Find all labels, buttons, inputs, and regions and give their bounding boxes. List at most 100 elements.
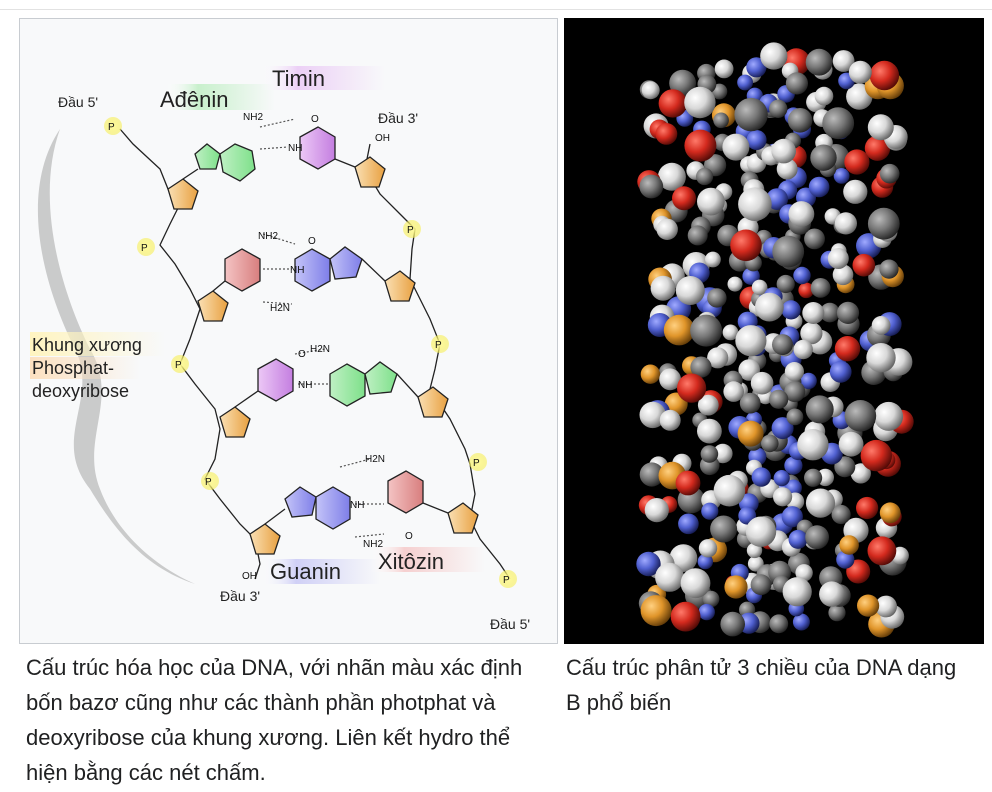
atom-sphere	[727, 276, 743, 292]
atom-sphere	[690, 314, 723, 347]
atom-sphere	[773, 487, 793, 507]
atom-sphere	[700, 445, 719, 463]
atom-sphere	[828, 604, 846, 622]
atom-sphere	[867, 114, 894, 141]
atom-sphere	[742, 267, 760, 285]
atom-sphere	[860, 439, 892, 472]
atom-sphere	[805, 488, 836, 518]
base-adenine-row1	[194, 143, 256, 182]
guanine-label: Guanin	[270, 559, 341, 584]
atom-sphere	[773, 470, 790, 487]
atom-sphere	[639, 401, 666, 429]
atom-sphere	[781, 506, 803, 528]
atom-sphere	[808, 176, 830, 198]
svg-text:NH2: NH2	[258, 231, 278, 242]
thymine-label: Timin	[272, 66, 325, 91]
adenine-label: Ađênin	[160, 87, 229, 112]
atom-sphere	[804, 468, 823, 487]
atom-sphere	[831, 504, 851, 525]
atom-sphere	[771, 138, 796, 164]
atom-sphere	[879, 502, 901, 524]
atom-sphere	[788, 201, 815, 227]
atom-sphere	[663, 314, 695, 346]
atom-sphere	[879, 163, 900, 184]
atom-sphere	[684, 129, 717, 162]
atom-sphere	[710, 515, 738, 543]
svg-text:OH: OH	[375, 133, 390, 144]
atom-sphere	[641, 81, 660, 100]
atom-sphere	[879, 259, 899, 279]
atom-sphere	[707, 347, 729, 369]
atom-sphere	[750, 574, 772, 596]
dna-3d-model-image[interactable]	[564, 18, 984, 644]
atom-sphere	[832, 264, 854, 286]
svg-text:H2N: H2N	[310, 344, 330, 355]
caption-3d-model: Cấu trúc phân tử 3 chiều của DNA dạng B …	[566, 655, 957, 715]
atom-sphere	[639, 174, 664, 199]
atom-sphere	[750, 371, 774, 395]
atom-sphere	[705, 251, 721, 268]
atom-sphere	[650, 275, 676, 301]
atom-sphere	[822, 107, 855, 140]
atom-sphere	[751, 467, 771, 487]
atom-sphere	[867, 207, 900, 240]
base-thymine-row3	[257, 358, 294, 402]
atom-labels: NH2 NH O OH NH2 NH H2N O H2N NH O H2N NH…	[108, 112, 510, 586]
atom-sphere	[792, 613, 810, 631]
atom-sphere	[798, 282, 814, 299]
adenine-label-bg	[165, 84, 275, 110]
atom-sphere	[782, 577, 812, 607]
atom-sphere	[805, 395, 834, 424]
atom-sphere	[657, 162, 686, 191]
svg-text:OH: OH	[242, 571, 257, 582]
svg-text:O: O	[405, 531, 413, 542]
atom-sphere	[730, 229, 762, 262]
atom-sphere	[836, 550, 855, 569]
atom-sphere	[697, 553, 713, 570]
atom-sphere	[787, 108, 813, 133]
svg-text:NH: NH	[288, 143, 302, 154]
base-thymine-row1	[299, 126, 336, 170]
atom-sphere	[687, 225, 708, 246]
atom-sphere	[834, 336, 861, 362]
atom-sphere	[875, 595, 897, 618]
backbone-label-line3: deoxyribose	[32, 381, 129, 401]
sugar-rings	[167, 156, 479, 555]
base-cytosine-row2	[224, 248, 261, 292]
atom-sphere	[844, 149, 870, 175]
atom-sphere	[755, 292, 784, 322]
atom-sphere	[843, 179, 868, 204]
atom-sphere	[785, 72, 808, 95]
atom-sphere	[697, 187, 725, 216]
atom-sphere	[739, 392, 761, 414]
atom-sphere	[722, 324, 739, 341]
end-label-bottom-right: Đầu 5'	[490, 616, 530, 632]
atom-sphere	[680, 568, 711, 599]
atom-sphere	[871, 316, 891, 335]
atom-sphere	[800, 322, 823, 345]
atom-sphere	[656, 218, 678, 240]
atom-sphere	[675, 276, 705, 305]
atom-sphere	[797, 429, 829, 461]
atom-sphere	[697, 394, 719, 416]
atom-sphere	[659, 368, 681, 391]
dna-chemical-structure-image[interactable]: NH2 NH O OH NH2 NH H2N O H2N NH O H2N NH…	[19, 18, 558, 644]
end-label-top-left: Đầu 5'	[58, 94, 98, 110]
top-divider	[0, 9, 992, 10]
svg-text:P: P	[141, 243, 148, 254]
svg-text:NH2: NH2	[243, 112, 263, 123]
atom-sphere	[655, 123, 678, 145]
atom-sphere	[814, 86, 834, 106]
atom-sphere	[745, 516, 777, 547]
atom-sphere	[819, 581, 845, 607]
atom-sphere	[838, 431, 864, 457]
atom-sphere	[852, 253, 876, 277]
caption-chemical-structure: Cấu trúc hóa học của DNA, với nhãn màu x…	[26, 655, 523, 785]
base-cytosine-row4	[387, 470, 424, 514]
atom-sphere	[735, 325, 767, 357]
atom-sphere	[805, 48, 833, 76]
atom-sphere	[810, 144, 837, 171]
atom-sphere	[864, 135, 891, 161]
dna-3d-model-svg	[636, 42, 914, 638]
dna-structure-svg: NH2 NH O OH NH2 NH H2N O H2N NH O H2N NH…	[30, 66, 530, 632]
